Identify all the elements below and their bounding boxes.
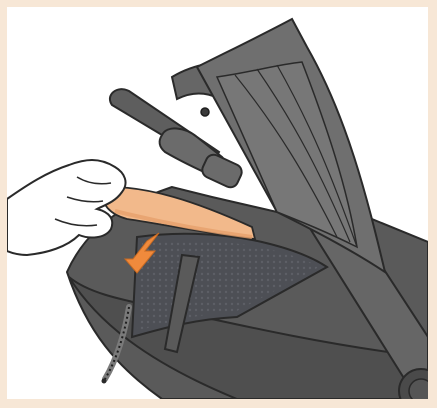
frame-rivet (201, 108, 209, 116)
illustration-panel (7, 7, 428, 399)
zipper-pull (102, 379, 107, 384)
instruction-illustration (7, 7, 428, 399)
buckle-clip (200, 152, 245, 190)
